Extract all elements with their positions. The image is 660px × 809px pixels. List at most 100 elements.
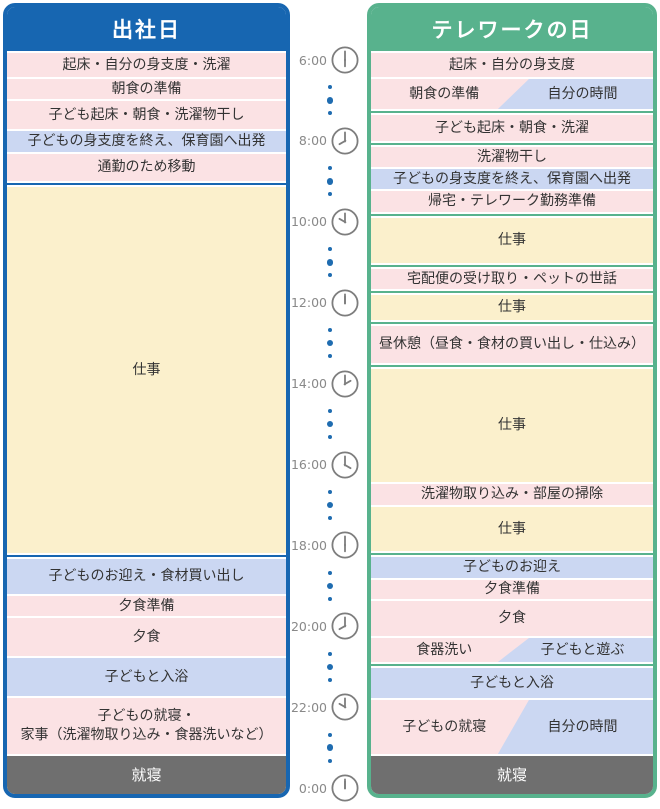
task-row: 夕食 xyxy=(7,618,286,656)
timeline-dot xyxy=(328,85,332,90)
time-block-separator xyxy=(371,143,653,145)
time-label: 22:00 xyxy=(290,699,327,715)
task-row: 子ども起床・朝食・洗濯 xyxy=(371,115,653,141)
task-row: 仕事 xyxy=(371,218,653,263)
timeline-dot xyxy=(328,111,332,116)
clock-icon xyxy=(331,774,359,802)
timeline-dot xyxy=(326,178,334,185)
time-label: 20:00 xyxy=(290,618,327,634)
task-row: 朝食の準備 自分の時間 xyxy=(371,79,653,109)
clock-icon xyxy=(331,289,359,317)
task-row: 通勤のため移動 xyxy=(7,154,286,181)
task-label: 食器洗い xyxy=(416,641,473,658)
timeline-dot xyxy=(326,501,334,509)
timeline-dot xyxy=(328,489,332,494)
time-label: 12:00 xyxy=(290,295,327,311)
time-label: 0:00 xyxy=(298,780,327,796)
timeline-dot xyxy=(328,596,332,601)
timeline-entry: 16:00 xyxy=(287,450,367,480)
timeline-dot xyxy=(326,259,334,266)
timeline-dot xyxy=(328,192,332,197)
timeline-dot xyxy=(328,651,332,656)
time-label: 6:00 xyxy=(298,52,327,68)
clock-icon xyxy=(331,693,359,721)
task-row: 仕事 xyxy=(7,187,286,553)
time-block-separator xyxy=(371,553,653,555)
timeline: 6:00 8:00 10:00 12:00 14:00 16:00 18:00 20:00 22… xyxy=(287,0,367,809)
time-block-separator xyxy=(371,265,653,267)
task-row: 帰宅・テレワーク勤務準備 xyxy=(371,191,653,212)
timeline-dot xyxy=(326,97,334,104)
clock-icon xyxy=(331,370,359,398)
task-row: 仕事 xyxy=(371,295,653,320)
task-row: 洗濯物取り込み・部屋の掃除 xyxy=(371,484,653,505)
split-diagonal xyxy=(497,700,653,754)
time-block-separator xyxy=(371,664,653,666)
timeline-entry: 10:00 xyxy=(287,207,367,237)
task-label: 朝食の準備 xyxy=(409,85,480,102)
task-label: 子どもと遊ぶ xyxy=(540,641,625,658)
timeline-dot xyxy=(328,758,332,763)
task-row: 子どもの身支度を終え、保育園へ出発 xyxy=(371,169,653,189)
timeline-dot xyxy=(328,328,332,333)
task-row: 食器洗い 子どもと遊ぶ xyxy=(371,638,653,662)
time-block-separator xyxy=(371,214,653,216)
time-label: 18:00 xyxy=(290,537,327,553)
task-row: 子どもの就寝自分の時間 xyxy=(371,700,653,754)
split-diagonal xyxy=(497,79,653,109)
timeline-dot xyxy=(326,744,334,751)
task-label: 子どもの就寝 xyxy=(402,718,487,735)
clock-icon xyxy=(331,450,359,479)
timeline-dot xyxy=(326,339,334,347)
clock-icon xyxy=(331,208,359,236)
task-row: 仕事 xyxy=(371,369,653,482)
split-diagonal xyxy=(497,638,653,662)
clock-icon xyxy=(331,127,359,155)
timeline-entry: 0:00 xyxy=(287,773,367,803)
telework-day-column: テレワークの日 起床・自分の身支度朝食の準備自分の時間子ども起床・朝食・洗濯洗濯… xyxy=(367,3,657,798)
clock-icon xyxy=(331,612,359,640)
task-row: 夕食準備 xyxy=(371,580,653,599)
timeline-entry: 14:00 xyxy=(287,369,367,399)
timeline-dot xyxy=(328,732,332,737)
task-row: 洗濯物干し xyxy=(371,147,653,167)
task-row: 子ども起床・朝食・洗濯物干し xyxy=(7,101,286,129)
task-label: 自分の時間 xyxy=(547,85,618,102)
office-day-header: 出社日 xyxy=(7,7,286,51)
time-block-separator xyxy=(371,322,653,324)
time-label: 10:00 xyxy=(290,214,327,230)
task-row: 夕食 xyxy=(371,601,653,636)
sleep-row: 就寝 xyxy=(7,756,286,794)
task-row: 子どもの就寝・ 家事（洗濯物取り込み・食器洗いなど） xyxy=(7,698,286,754)
timeline-dot xyxy=(328,515,332,520)
task-row: 仕事 xyxy=(371,507,653,551)
timeline-dot xyxy=(328,273,332,278)
timeline-dot xyxy=(328,247,332,252)
timeline-dot xyxy=(326,663,334,670)
task-row: 朝食の準備 xyxy=(7,79,286,99)
task-row: 子どものお迎え xyxy=(371,557,653,578)
task-row: 夕食準備 xyxy=(7,596,286,616)
time-label: 16:00 xyxy=(290,457,327,472)
time-label: 8:00 xyxy=(298,133,327,149)
office-day-rows: 起床・自分の身支度・洗濯朝食の準備子ども起床・朝食・洗濯物干し子どもの身支度を終… xyxy=(7,51,286,794)
timeline-dot xyxy=(328,435,332,440)
task-row: 起床・自分の身支度・洗濯 xyxy=(7,53,286,77)
timeline-entry: 6:00 xyxy=(287,45,367,75)
timeline-dot xyxy=(326,582,334,590)
task-row: 子どものお迎え・食材買い出し xyxy=(7,559,286,594)
time-block-separator xyxy=(7,555,286,557)
timeline-dot xyxy=(328,570,332,575)
timeline-dot xyxy=(328,409,332,414)
timeline-dot xyxy=(328,677,332,682)
office-day-column: 出社日 起床・自分の身支度・洗濯朝食の準備子ども起床・朝食・洗濯物干し子どもの身… xyxy=(3,3,290,798)
task-row: 子どもの身支度を終え、保育園へ出発 xyxy=(7,131,286,152)
timeline-entry: 8:00 xyxy=(287,126,367,156)
task-row: 子どもと入浴 xyxy=(371,668,653,698)
sleep-row: 就寝 xyxy=(371,756,653,794)
time-block-separator xyxy=(7,183,286,185)
task-row: 昼休憩（昼食・食材の買い出し・仕込み） xyxy=(371,326,653,363)
clock-icon xyxy=(331,46,359,74)
timeline-entry: 12:00 xyxy=(287,288,367,318)
